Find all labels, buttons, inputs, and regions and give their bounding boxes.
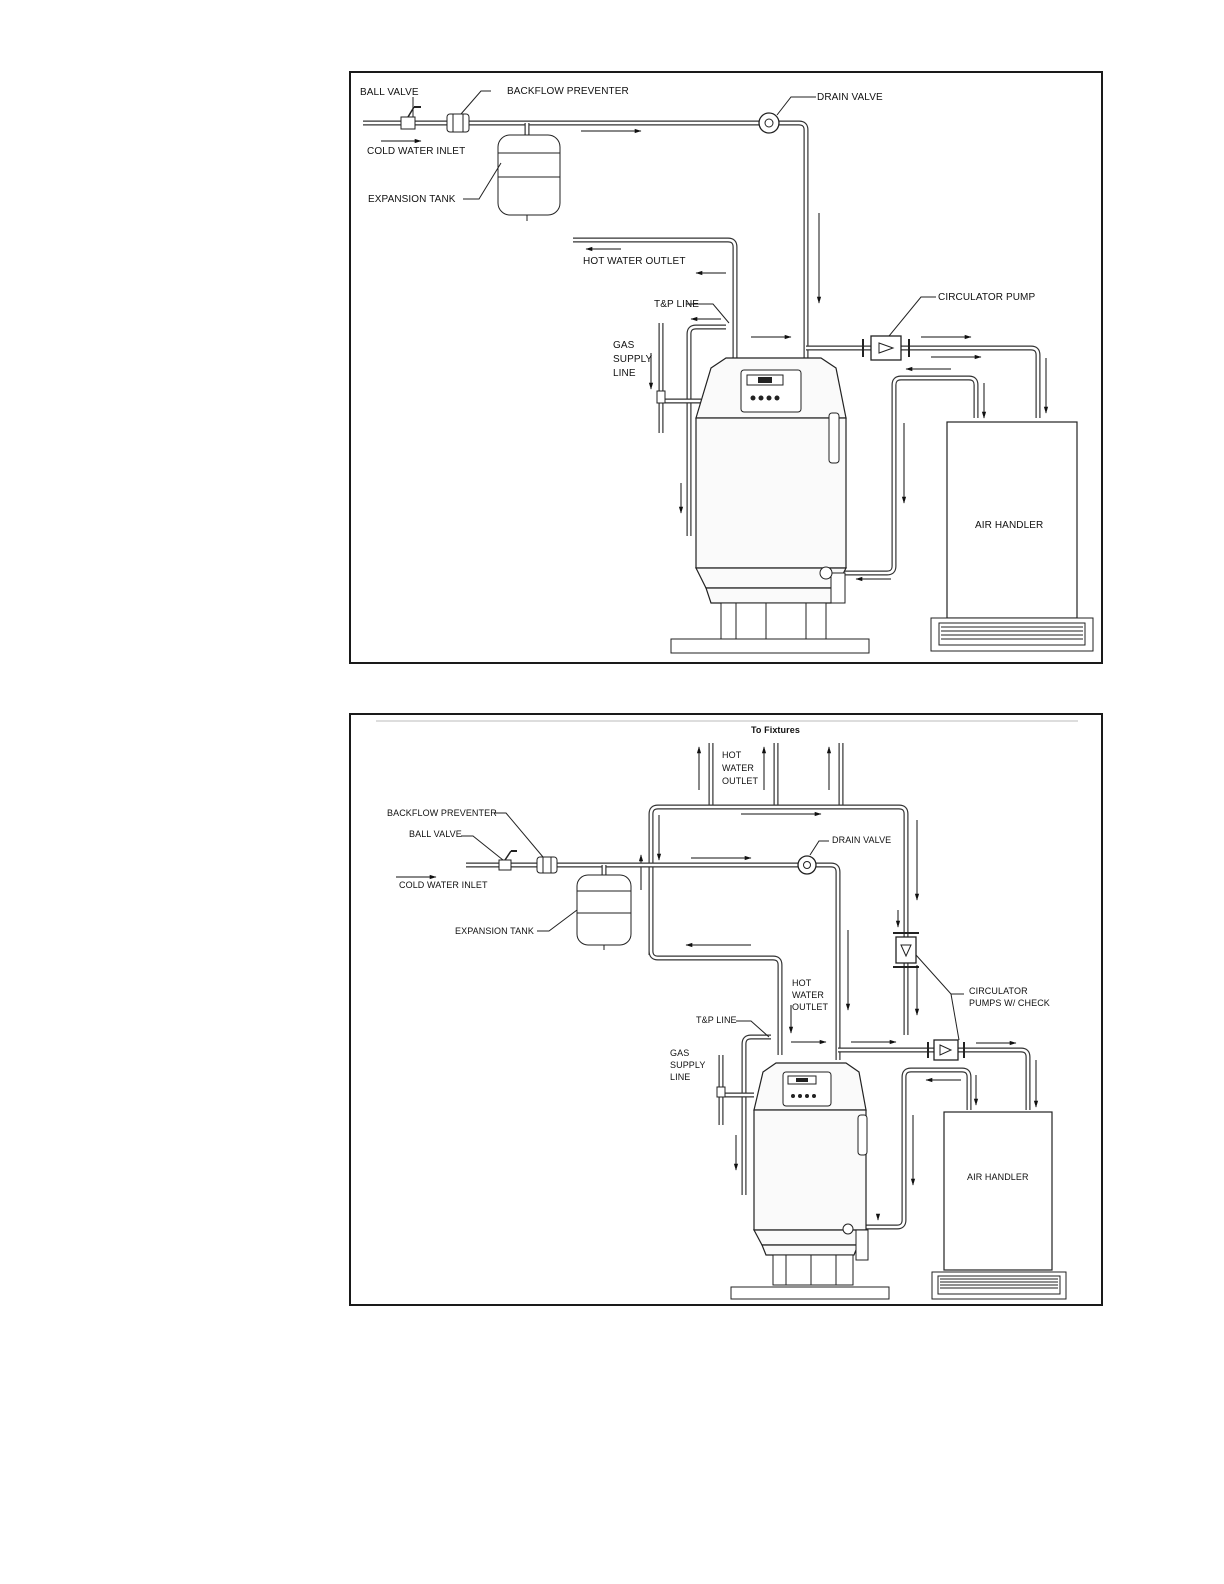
- drain-valve-icon: [758, 112, 780, 134]
- label-tp-line: T&P LINE: [654, 299, 699, 310]
- label-circulator-pumps-2: PUMPS W/ CHECK: [969, 998, 1050, 1008]
- expansion-tank-icon: [497, 134, 561, 221]
- hot-water-loop-pipe: [648, 804, 909, 1055]
- circulator-supply-pipe-bottom: [838, 1047, 1031, 1110]
- expansion-tank-icon-bottom: [576, 874, 632, 950]
- gas-supply-pipe-bottom: [716, 1055, 754, 1125]
- water-heater: [695, 357, 847, 640]
- label-drain-valve: DRAIN VALVE: [817, 92, 883, 103]
- diagram-bottom: To Fixtures: [349, 713, 1103, 1306]
- return-pipe-bottom: [856, 1067, 972, 1230]
- label-water-2: WATER: [792, 990, 824, 1000]
- label-hot-water-outlet: HOT WATER OUTLET: [583, 256, 686, 267]
- label-circulator-pumps-1: CIRCULATOR: [969, 986, 1028, 996]
- label-drain-valve-bottom: DRAIN VALVE: [832, 835, 891, 845]
- drain-valve-icon-bottom: [797, 855, 817, 875]
- ball-valve-icon: [400, 106, 421, 130]
- backflow-preventer-icon-bottom: [536, 856, 558, 874]
- backflow-preventer-icon: [446, 113, 470, 133]
- tp-line-pipe: [686, 324, 726, 536]
- label-backflow-preventer: BACKFLOW PREVENTER: [507, 86, 629, 97]
- label-expansion-tank-bottom: EXPANSION TANK: [455, 926, 534, 936]
- heater-base: [670, 638, 870, 654]
- circulator-pump-icon: [862, 335, 910, 361]
- label-ball-valve-bottom: BALL VALVE: [409, 829, 462, 839]
- air-handler-bottom: [931, 1111, 1067, 1300]
- gas-supply-pipe: [656, 323, 701, 433]
- label-to-fixtures: To Fixtures: [751, 725, 800, 735]
- hot-water-outlet-pipe: [573, 237, 738, 358]
- loop-circulator-icon: [893, 932, 919, 968]
- label-hot: HOT: [722, 750, 742, 760]
- circulator-supply-pipe: [806, 345, 1041, 418]
- water-heater-bottom: [753, 1062, 869, 1286]
- label-line-bottom: LINE: [670, 1072, 690, 1082]
- label-backflow-preventer-bottom: BACKFLOW PREVENTER: [387, 808, 497, 818]
- circulator-pump-icon-bottom: [927, 1039, 965, 1061]
- heater-base-bottom: [730, 1286, 890, 1300]
- air-handler: [930, 421, 1094, 652]
- label-water: WATER: [722, 763, 754, 773]
- label-hot-2: HOT: [792, 978, 812, 988]
- tp-line-pipe-bottom: [741, 1034, 771, 1195]
- label-tp-line-bottom: T&P LINE: [696, 1015, 737, 1025]
- return-pipe: [841, 375, 979, 576]
- label-expansion-tank: EXPANSION TANK: [368, 194, 456, 205]
- label-gas: GAS: [613, 340, 635, 351]
- cold-water-pipe-bottom: [466, 862, 841, 1060]
- label-gas-bottom: GAS: [670, 1048, 689, 1058]
- label-air-handler-bottom: AIR HANDLER: [967, 1172, 1029, 1182]
- diagram-top-svg: BALL VALVE BACKFLOW PREVENTER DRAIN VALV…: [360, 86, 1094, 654]
- ball-valve-icon-bottom: [498, 850, 517, 871]
- label-outlet-2: OUTLET: [792, 1002, 829, 1012]
- diagram-top: BALL VALVE BACKFLOW PREVENTER DRAIN VALV…: [349, 71, 1103, 664]
- label-cold-water-inlet-bottom: COLD WATER INLET: [399, 880, 488, 890]
- label-circulator-pump: CIRCULATOR PUMP: [938, 292, 1035, 303]
- cold-water-pipe: [363, 120, 809, 358]
- diagram-bottom-svg: To Fixtures: [376, 720, 1078, 1300]
- label-supply: SUPPLY: [613, 354, 653, 365]
- label-cold-water-inlet: COLD WATER INLET: [367, 146, 465, 157]
- label-outlet: OUTLET: [722, 776, 759, 786]
- label-ball-valve: BALL VALVE: [360, 87, 419, 98]
- label-air-handler: AIR HANDLER: [975, 520, 1043, 531]
- fixture-risers: [708, 743, 844, 807]
- label-line: LINE: [613, 368, 636, 379]
- label-supply-bottom: SUPPLY: [670, 1060, 705, 1070]
